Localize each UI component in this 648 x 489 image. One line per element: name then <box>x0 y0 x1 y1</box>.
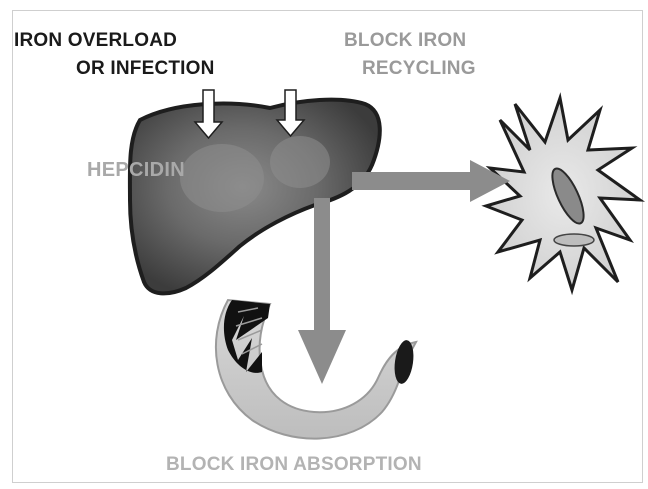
absorption-label: BLOCK IRON ABSORPTION <box>166 454 422 476</box>
liver-highlight-right <box>270 136 330 188</box>
recycling-label-line1: BLOCK IRON <box>344 30 466 52</box>
recycling-label-line2: RECYCLING <box>362 58 476 80</box>
hepcidin-label: HEPCIDIN <box>87 159 185 182</box>
arrow-to-intestine <box>298 198 346 384</box>
liver-highlight-left <box>180 144 264 212</box>
macrophage-vacuole <box>554 234 594 246</box>
trigger-label-line1: IRON OVERLOAD <box>14 30 177 52</box>
trigger-label-line2: OR INFECTION <box>76 58 215 80</box>
liver-illustration <box>130 100 380 294</box>
macrophage-illustration <box>486 98 640 290</box>
